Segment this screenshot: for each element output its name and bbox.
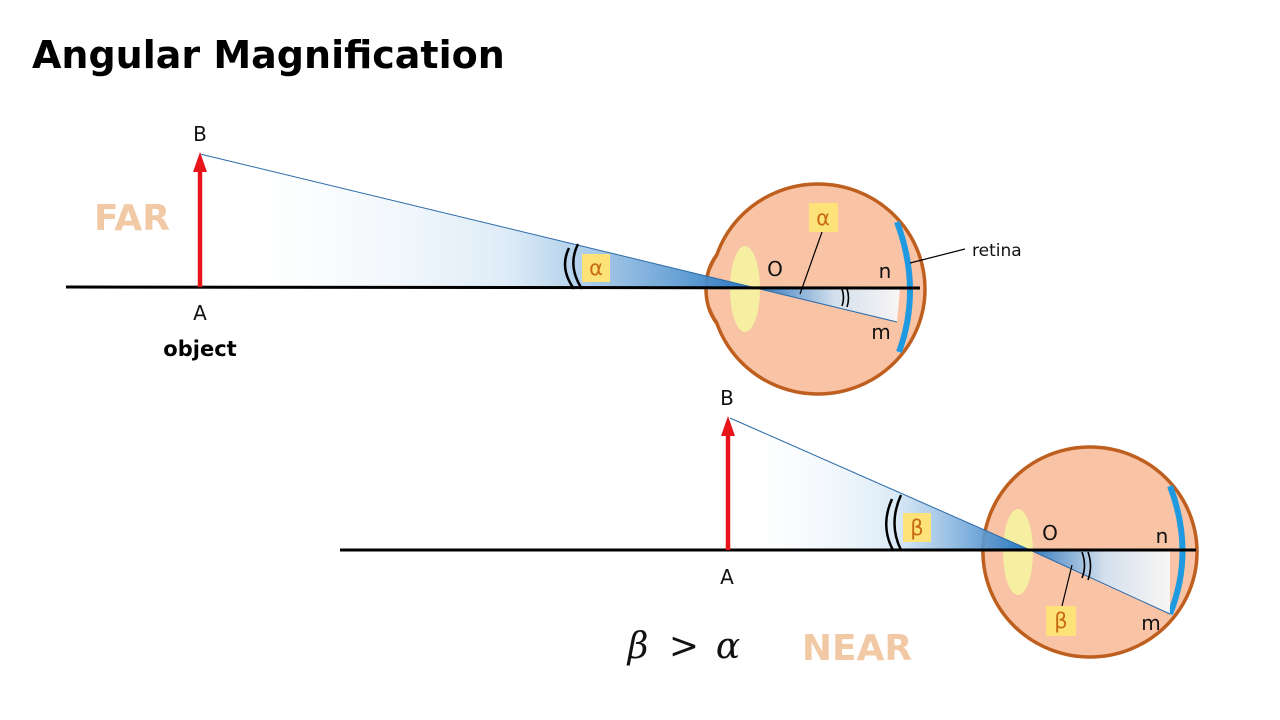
far-point-m: m [871, 320, 890, 344]
retina-label: retina [972, 241, 1022, 261]
far-scene: α α B A object FAR O n m retina [65, 122, 1022, 396]
inequality-left: β [626, 626, 649, 667]
far-object-arrow [193, 152, 207, 172]
near-label: NEAR [802, 628, 912, 669]
near-scene: β β B A O n m NEAR [340, 386, 1199, 669]
near-point-O: O [1042, 521, 1058, 545]
page-title: Angular Magnification [32, 33, 505, 77]
far-optical-axis [65, 285, 921, 290]
far-point-n: n [879, 259, 892, 283]
inequality-right: α [716, 626, 740, 667]
far-angle-alpha-outside: α [589, 256, 603, 280]
near-angle-beta-outside: β [910, 516, 923, 540]
far-point-B: B [193, 122, 207, 146]
near-point-m: m [1141, 611, 1160, 635]
near-angle-label-box [903, 513, 931, 542]
inequality-beta-greater-alpha: β > α [626, 626, 741, 667]
far-angle-label-box [582, 254, 610, 282]
far-label: FAR [94, 198, 170, 239]
far-angle-alpha-inside: α [816, 206, 830, 230]
near-point-A: A [720, 565, 734, 589]
near-object-arrow [721, 416, 735, 436]
near-lens [1003, 509, 1033, 595]
far-point-A: A [193, 301, 207, 325]
far-point-O: O [767, 257, 783, 281]
inequality-operator: > [669, 626, 699, 667]
far-inner-angle-label-box [809, 203, 838, 232]
far-object-label: object [163, 337, 236, 361]
near-angle-beta-inside: β [1054, 609, 1067, 633]
near-point-B: B [720, 386, 734, 410]
near-point-n: n [1156, 524, 1169, 548]
near-inner-angle-label-box [1046, 606, 1076, 636]
